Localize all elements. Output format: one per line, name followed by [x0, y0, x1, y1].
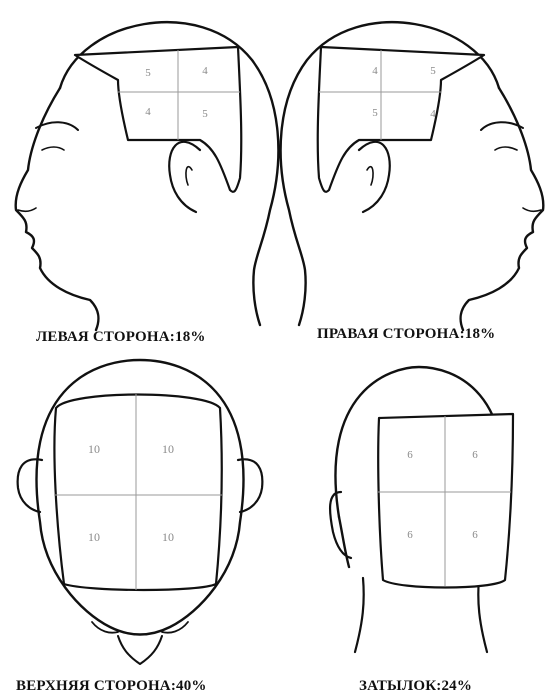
top-view-figure: 10 10 10 10 ВЕРХНЯЯ СТОРОНА:40%: [0, 352, 280, 699]
top-hair-zone: [54, 395, 221, 591]
left-side-figure: 5 4 4 5 ЛЕВАЯ СТОРОНА:18%: [0, 0, 280, 350]
right-cell-2: 5: [430, 65, 436, 77]
back-view-figure: 6 6 6 6 ЗАТЫЛОК:24%: [279, 352, 559, 699]
back-cell-1: 6: [407, 449, 413, 461]
left-cell-1: 5: [145, 67, 151, 79]
back-cell-3: 6: [407, 529, 413, 541]
right-side-head-drawing: 4 5 5 4: [279, 0, 559, 350]
right-cell-4: 4: [430, 108, 436, 120]
left-hair-zone: [75, 47, 241, 192]
back-cell-4: 6: [472, 529, 478, 541]
left-cell-2: 4: [202, 65, 208, 77]
top-view-head-drawing: 10 10 10 10: [0, 352, 280, 699]
back-cell-2: 6: [472, 449, 478, 461]
back-view-head-drawing: 6 6 6 6: [279, 352, 559, 699]
back-view-caption: ЗАТЫЛОК:24%: [359, 678, 472, 695]
left-cell-4: 5: [202, 108, 208, 120]
right-side-caption: ПРАВАЯ СТОРОНА:18%: [317, 326, 495, 343]
left-side-caption: ЛЕВАЯ СТОРОНА:18%: [36, 329, 206, 346]
top-cell-2: 10: [162, 442, 174, 456]
right-cell-3: 5: [372, 107, 378, 119]
right-cell-1: 4: [372, 65, 378, 77]
left-cell-3: 4: [145, 106, 151, 118]
top-cell-3: 10: [88, 530, 100, 544]
top-cell-1: 10: [88, 442, 100, 456]
back-hair-zone: [378, 414, 513, 588]
right-hair-zone: [318, 47, 484, 192]
left-side-head-drawing: 5 4 4 5: [0, 0, 280, 350]
right-side-figure: 4 5 5 4 ПРАВАЯ СТОРОНА:18%: [279, 0, 559, 350]
top-cell-4: 10: [162, 530, 174, 544]
top-view-caption: ВЕРХНЯЯ СТОРОНА:40%: [16, 678, 207, 695]
